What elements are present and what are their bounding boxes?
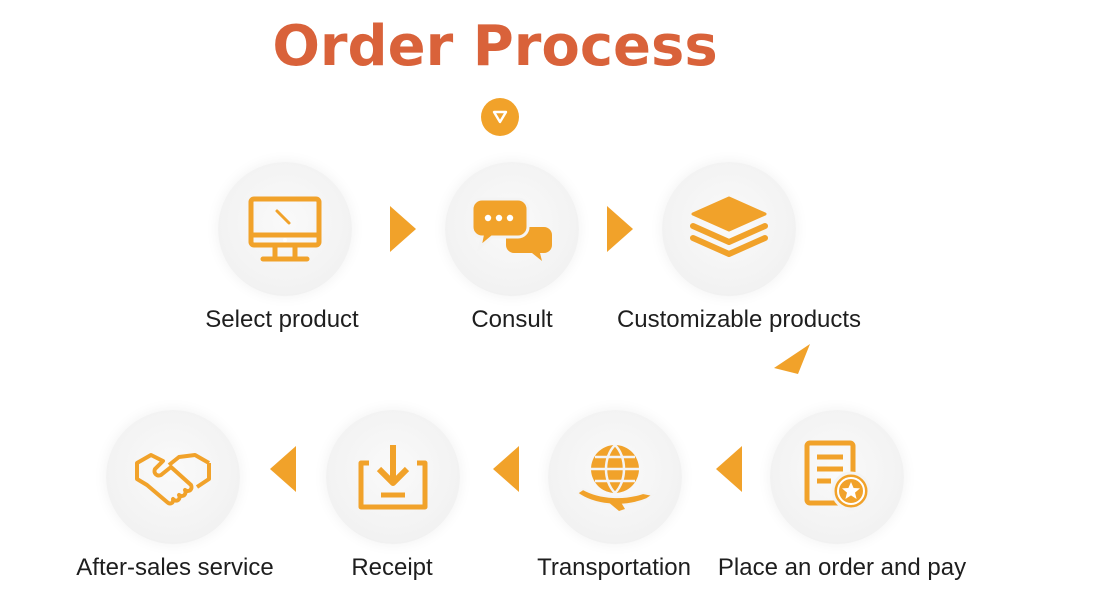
- arrow-left-icon: [493, 446, 519, 492]
- page-title: Order Process: [272, 14, 718, 79]
- layers-icon: [690, 196, 768, 257]
- step-label: Consult: [471, 306, 553, 333]
- step-select-product: [218, 162, 352, 296]
- arrow-right-icon: [390, 206, 416, 252]
- step-label: After-sales service: [76, 554, 274, 581]
- step-label: Transportation: [537, 554, 691, 581]
- step-label: Customizable products: [616, 306, 862, 333]
- globe-plane-icon: [575, 444, 656, 511]
- chat-bubbles-icon: [470, 197, 552, 261]
- monitor-icon: [248, 196, 322, 262]
- step-label: Receipt: [351, 554, 433, 581]
- handshake-icon: [135, 453, 211, 506]
- step-label: Place an order and pay: [717, 554, 967, 581]
- arrow-left-icon: [716, 446, 742, 492]
- down-arrow-icon: [481, 98, 519, 136]
- step-consult: [445, 162, 579, 296]
- step-label: Select product: [205, 306, 359, 333]
- inbox-download-icon: [358, 445, 428, 510]
- step-after-sales: [106, 410, 240, 544]
- arrow-left-icon: [270, 446, 296, 492]
- step-receipt: [326, 410, 460, 544]
- order-document-icon: [804, 440, 871, 511]
- step-place-order: [770, 410, 904, 544]
- arrow-down-left-icon: [774, 344, 810, 374]
- arrow-right-icon: [607, 206, 633, 252]
- step-transportation: [548, 410, 682, 544]
- step-customizable-products: [662, 162, 796, 296]
